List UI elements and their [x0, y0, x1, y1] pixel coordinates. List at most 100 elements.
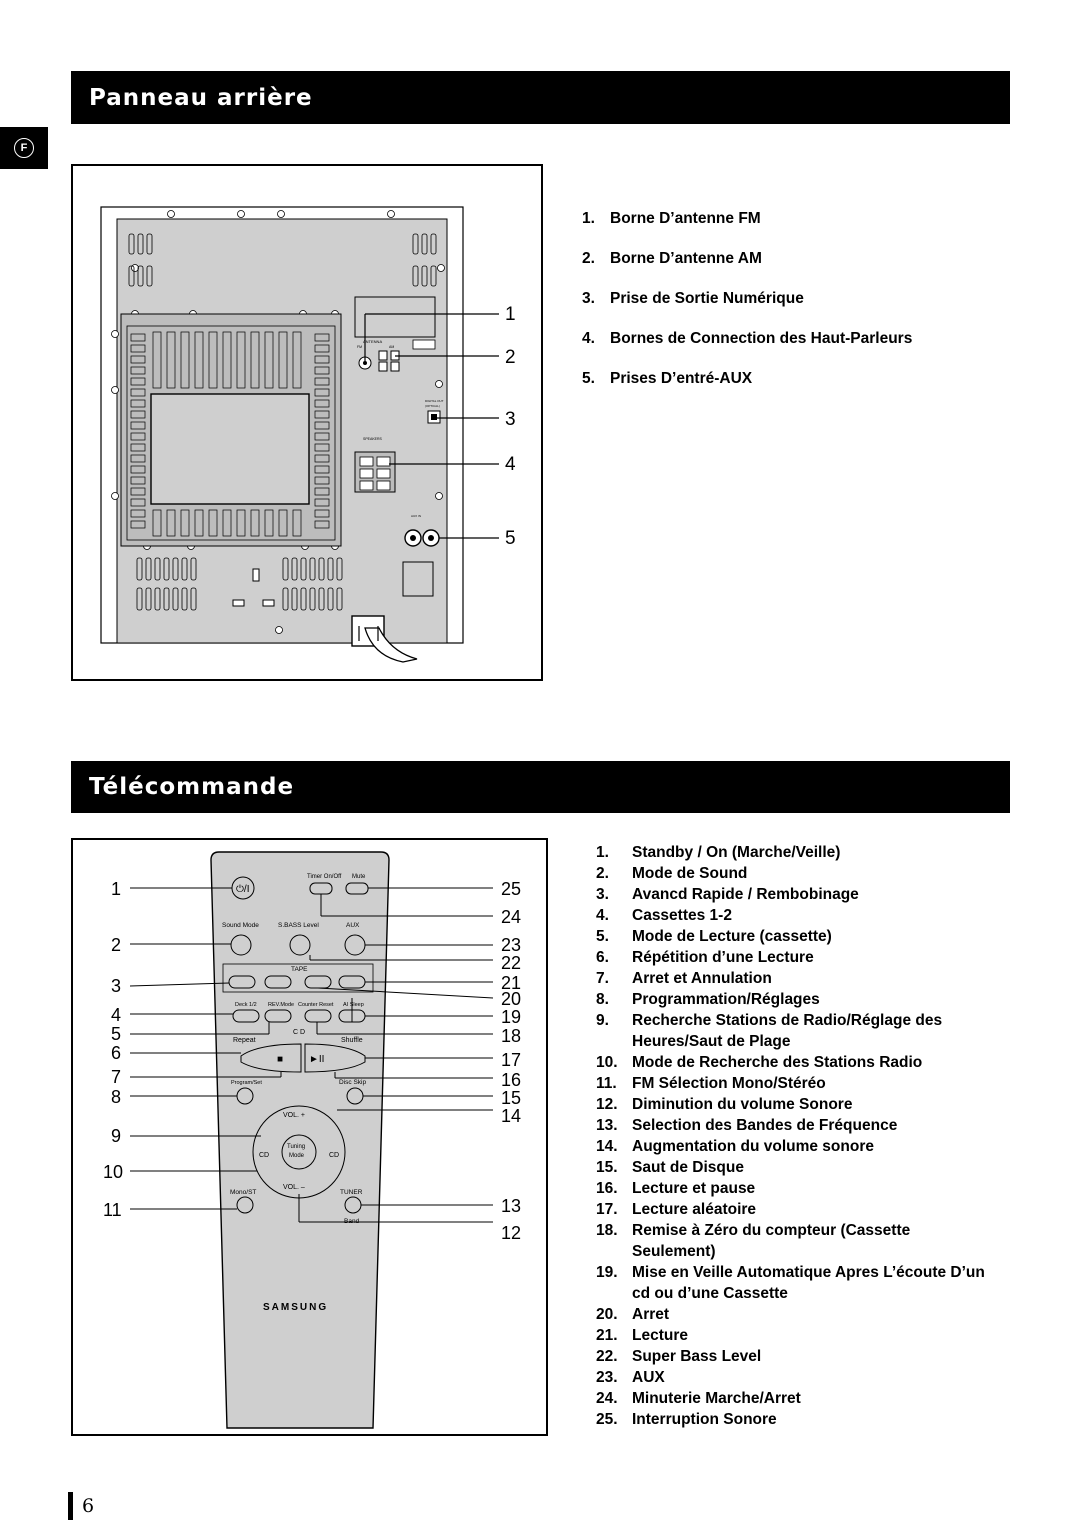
counter-label: Counter Reset	[298, 1002, 334, 1008]
mute-label: Mute	[352, 874, 366, 880]
tuner-label: TUNER	[340, 1189, 363, 1196]
speakers-label: SPEAKERS	[363, 437, 383, 441]
callout-number: 19	[501, 1007, 521, 1027]
aux-button	[344, 934, 366, 956]
item-number: 1.	[582, 210, 595, 227]
list-item: 13. Selection des Bandes de Fréquence	[596, 1115, 992, 1136]
item-number: 2.	[596, 865, 609, 882]
list-item: 7. Arret et Annulation	[596, 968, 992, 989]
item-number: 13.	[596, 1117, 618, 1134]
timer-button	[309, 882, 333, 895]
item-number: 17.	[596, 1201, 618, 1218]
callout-number: 3	[111, 976, 121, 996]
callout-number: 4	[505, 454, 516, 475]
item-text: Standby / On (Marche/Veille)	[632, 844, 841, 861]
sound-mode-button	[230, 934, 252, 956]
language-tab-label: F	[14, 138, 34, 158]
samsung-logo: SAMSUNG	[263, 1302, 328, 1313]
remote-control-figure: Timer On/Off Mute ⏻/I Sound Mode S.BASS …	[71, 838, 548, 1436]
item-number: 7.	[596, 970, 609, 987]
item-text: Remise à Zéro du compteur (Cassette Seul…	[632, 1222, 911, 1260]
callout-number: 16	[501, 1070, 521, 1090]
deck-button	[232, 1009, 260, 1023]
deck-label: Deck 1/2	[235, 1002, 257, 1008]
repeat-label: Repeat	[233, 1037, 256, 1044]
callout-number: 8	[111, 1087, 121, 1107]
item-text: Mise en Veille Automatique Apres L’écout…	[632, 1264, 985, 1302]
am-label: AM	[389, 345, 394, 349]
callout-number: 1	[505, 304, 516, 325]
item-text: Selection des Bandes de Fréquence	[632, 1117, 898, 1134]
item-number: 5.	[582, 370, 595, 387]
list-item: 2.Mode de Sound	[596, 863, 992, 884]
list-item: 3.Prise de Sortie Numérique	[582, 290, 912, 330]
item-text: Super Bass Level	[632, 1348, 762, 1365]
rev-mode-button	[264, 1009, 292, 1023]
disc-skip-button	[346, 1087, 364, 1105]
list-item: 3.Avancd Rapide / Rembobinage	[596, 884, 992, 905]
stop-icon: ■	[277, 1054, 283, 1065]
item-number: 8.	[596, 991, 609, 1008]
cd-left-label: CD	[259, 1152, 269, 1159]
list-item: 10. Mode de Recherche des Stations Radio	[596, 1052, 992, 1073]
item-text: Programmation/Réglages	[632, 991, 820, 1008]
callout-number: 13	[501, 1196, 521, 1216]
fast-forward-button	[338, 975, 366, 989]
callout-number: 24	[501, 907, 521, 927]
item-number: 15.	[596, 1159, 618, 1176]
list-item: 5.Prises D’entré-AUX	[582, 370, 912, 410]
callout-number: 2	[111, 935, 121, 955]
list-item: 6.Répétition d’une Lecture	[596, 947, 992, 968]
sleep-label: AI Sleep	[343, 1002, 364, 1008]
item-text: Mode de Recherche des Stations Radio	[632, 1054, 923, 1071]
list-item: 12.Diminution du volume Sonore	[596, 1094, 992, 1115]
callout-number: 12	[501, 1223, 521, 1243]
item-number: 21.	[596, 1327, 618, 1344]
item-number: 4.	[582, 330, 595, 347]
item-text: Répétition d’une Lecture	[632, 949, 814, 966]
item-text: Borne D’antenne AM	[610, 250, 762, 267]
item-text: Lecture	[632, 1327, 688, 1344]
item-text: Borne D’antenne FM	[610, 210, 761, 227]
callout-number: 4	[111, 1005, 121, 1025]
item-text: Augmentation du volume sonore	[632, 1138, 874, 1155]
item-number: 10.	[596, 1054, 618, 1071]
mono-label: Mono/ST	[230, 1189, 256, 1196]
rear-panel-legend: 1. Borne D’antenne FM 2. Borne D’antenne A…	[582, 210, 912, 410]
program-button	[236, 1087, 254, 1105]
item-text: Diminution du volume Sonore	[632, 1096, 853, 1113]
callout-number: 5	[111, 1024, 121, 1044]
item-number: 18.	[596, 1222, 618, 1239]
item-text: Interruption Sonore	[632, 1411, 777, 1428]
item-number: 2.	[582, 250, 595, 267]
callout-number: 25	[501, 879, 521, 899]
program-label: Program/Set	[231, 1080, 262, 1086]
list-item: 2. Borne D’antenne AM	[582, 250, 912, 290]
item-number: 4.	[596, 907, 609, 924]
rear-panel-figure: ANTENNA AM FM DIGITAL OUT (OPTICAL) SPEA…	[71, 164, 543, 681]
list-item: 19.Mise en Veille Automatique Apres L’éc…	[596, 1262, 992, 1304]
sbass-label: S.BASS Level	[278, 922, 319, 929]
item-text: Lecture et pause	[632, 1180, 756, 1197]
language-tab: F	[0, 127, 48, 169]
tape-stop-button	[304, 975, 332, 989]
page-number-text: 6	[82, 1495, 95, 1517]
list-item: 22. Super Bass Level	[596, 1346, 992, 1367]
item-number: 16.	[596, 1180, 618, 1197]
callout-number: 11	[103, 1200, 122, 1220]
callout-number: 20	[501, 989, 521, 1009]
item-text: FM Sélection Mono/Stéréo	[632, 1075, 826, 1092]
callout-number: 23	[501, 935, 521, 955]
list-item: 21. Lecture	[596, 1325, 992, 1346]
heat-sink-fins	[130, 331, 330, 537]
remote-control-illustration: Timer On/Off Mute ⏻/I Sound Mode S.BASS …	[103, 851, 521, 1429]
callout-number: 17	[501, 1050, 521, 1070]
list-item: 15.Saut de Disque	[596, 1157, 992, 1178]
rev-label: REV.Mode	[268, 1002, 294, 1008]
item-text: Recherche Stations de Radio/Réglage des …	[632, 1012, 943, 1050]
callout-number: 5	[505, 528, 516, 549]
item-number: 3.	[582, 290, 595, 307]
item-number: 22.	[596, 1348, 618, 1365]
item-text: Arret et Annulation	[632, 970, 772, 987]
play-pause-icon: ►II	[309, 1054, 324, 1065]
